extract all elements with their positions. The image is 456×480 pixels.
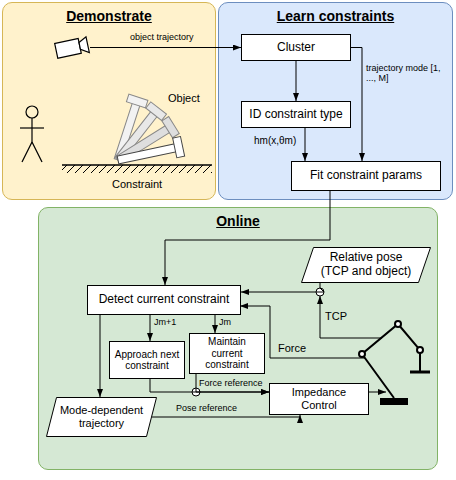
panel-title: Online xyxy=(216,213,260,229)
annotation-label: Object xyxy=(168,92,200,104)
process-box: Cluster xyxy=(241,34,351,61)
flow-arrow xyxy=(165,191,330,285)
flow-arrow xyxy=(351,48,362,162)
stage-panel: Learn constraintsCluster ID constraint ty… xyxy=(218,2,453,200)
signal-wires xyxy=(240,296,386,392)
node-text: Fit constraint params xyxy=(310,169,422,183)
camera-icon xyxy=(55,37,90,59)
node-text: Mode-dependent trajectory xyxy=(59,404,144,429)
edge-label: Pose reference xyxy=(176,404,237,414)
data-parallelogram: Relative pose (TCP and object) xyxy=(301,247,431,283)
edge-label: Jm xyxy=(219,318,231,328)
robot-arm xyxy=(359,321,430,405)
edge-label: Force reference xyxy=(199,379,263,389)
person-figure xyxy=(20,106,44,162)
flow-arrow xyxy=(296,61,297,101)
node-text: Maintain current constraint xyxy=(193,336,261,371)
flow-arrow xyxy=(100,315,101,397)
edge-label: object trajectory xyxy=(130,33,194,43)
annotation-label: Force xyxy=(278,342,306,354)
node-text: Relative pose (TCP and object) xyxy=(316,251,416,279)
panel-title: Learn constraints xyxy=(277,8,394,24)
flow-arrow xyxy=(305,128,306,161)
flow-arrow xyxy=(196,374,269,392)
data-parallelogram: Mode-dependent trajectory xyxy=(46,397,157,437)
process-box: Impedance Control xyxy=(269,383,369,415)
node-text: Approach next constraint xyxy=(113,349,181,372)
object-poses xyxy=(108,94,184,170)
process-box: Fit constraint params xyxy=(291,161,441,191)
edge-label: trajectory mode [1, ..., M] xyxy=(366,64,450,84)
sum-junction xyxy=(316,288,324,296)
node-text: Impedance Control xyxy=(273,386,365,411)
annotation-label: Constraint xyxy=(112,178,162,190)
panel-title: Demonstrate xyxy=(66,8,152,24)
flow-arrow xyxy=(241,283,324,292)
annotation-label: TCP xyxy=(325,310,347,322)
sum-junction xyxy=(192,388,200,396)
node-text: Detect current constraint xyxy=(99,293,230,307)
flow-arrow xyxy=(90,47,241,48)
process-box: Detect current constraint xyxy=(87,285,241,315)
process-box: Maintain current constraint xyxy=(189,333,265,374)
flow-arrow xyxy=(150,379,269,392)
flow-arrow xyxy=(150,315,151,341)
edge-label: Jm+1 xyxy=(154,318,176,328)
flow-arrow xyxy=(215,315,216,333)
node-text: Cluster xyxy=(277,41,315,55)
flow-arrow xyxy=(152,415,300,417)
node-text: ID constraint type xyxy=(249,108,342,122)
edge-label: hm(x,θm) xyxy=(254,135,296,146)
process-box: ID constraint type xyxy=(241,101,351,128)
process-box: Approach next constraint xyxy=(109,341,185,379)
constraint-surface xyxy=(62,165,212,173)
stage-panel: OnlineRelative pose (TCP and object) Dete… xyxy=(38,207,438,470)
